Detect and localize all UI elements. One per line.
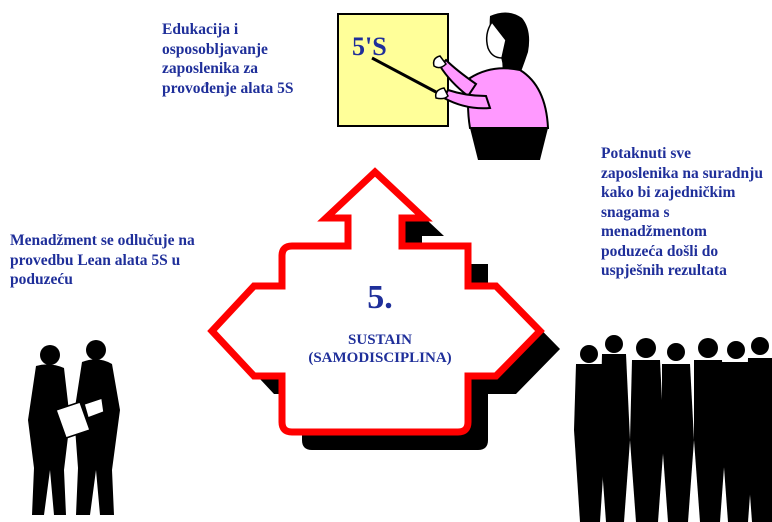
right-caption: Potaknuti sve zaposlenika na suradnju ka… <box>601 145 763 279</box>
top-caption: Edukacija i osposobljavanje zaposlenika … <box>162 21 294 97</box>
center-title: SUSTAIN <box>348 332 412 348</box>
step-number: 5. <box>367 279 393 316</box>
crowd-icon <box>574 335 772 522</box>
left-caption: Menadžment se odlučuje na provedbu Lean … <box>10 232 195 288</box>
center-subtitle: (SAMODISCIPLINA) <box>308 350 451 366</box>
board-label: 5'S <box>352 32 387 61</box>
four-way-arrow: 5. SUSTAIN (SAMODISCIPLINA) <box>207 167 560 450</box>
businessmen-icon <box>28 340 120 515</box>
presenter-icon: 5'S <box>337 12 550 160</box>
